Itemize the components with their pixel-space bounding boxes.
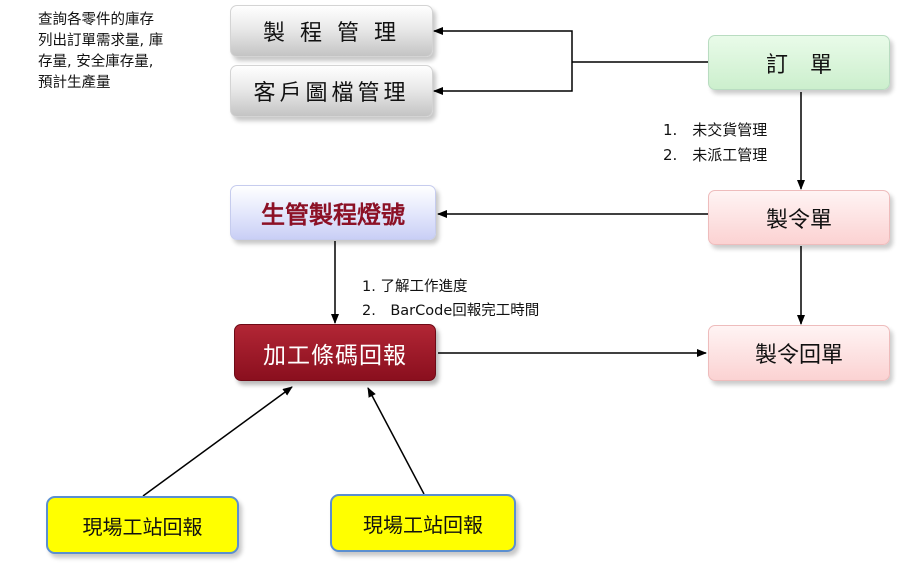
order-flow-label: 1. 未交貨管理 2. 未派工管理 — [663, 118, 767, 168]
note-line: 列出訂單需求量, 庫 — [38, 33, 164, 49]
barcode-report-label: 加工條碼回報 — [263, 342, 407, 369]
station-report-node: 現場工站回報 — [330, 494, 516, 552]
note-line: 查詢各零件的庫存 — [38, 12, 154, 28]
inventory-note: 查詢各零件的庫存 列出訂單需求量, 庫 存量, 安全庫存量, 預計生產量 — [38, 10, 163, 94]
station-report-node: 現場工站回報 — [46, 496, 239, 554]
order-flow-line: 2. 未派工管理 — [663, 146, 768, 164]
process-mgmt-label: 製 程 管 理 — [263, 21, 400, 46]
station-report-label: 現場工站回報 — [363, 512, 483, 537]
order-node: 訂 單 — [708, 35, 890, 90]
customer-file-mgmt-label: 客戶圖檔管理 — [253, 81, 410, 106]
process-mgmt-node: 製 程 管 理 — [230, 5, 433, 57]
production-light-node: 生管製程燈號 — [230, 185, 436, 240]
work-order-return-label: 製令回單 — [754, 343, 843, 368]
customer-file-mgmt-node: 客戶圖檔管理 — [230, 65, 433, 117]
work-order-node: 製令單 — [708, 190, 890, 245]
note-line: 預計生產量 — [38, 75, 111, 91]
work-order-label: 製令單 — [765, 207, 832, 233]
arrow-station1-to-barcode — [142, 386, 293, 497]
light-flow-label: 1. 了解工作進度 2. BarCode回報完工時間 — [362, 275, 539, 323]
light-flow-line: 1. 了解工作進度 — [362, 279, 468, 295]
note-line: 存量, 安全庫存量, — [38, 54, 154, 70]
barcode-report-node: 加工條碼回報 — [234, 324, 436, 381]
light-flow-line: 2. BarCode回報完工時間 — [362, 303, 540, 319]
production-light-label: 生管製程燈號 — [261, 201, 405, 229]
order-flow-line: 1. 未交貨管理 — [663, 121, 768, 139]
arrow-to-customer-file-mgmt — [433, 62, 573, 95]
arrow-to-process-mgmt — [433, 27, 573, 62]
arrow-station2-to-barcode — [367, 387, 425, 495]
work-order-return-node: 製令回單 — [708, 325, 890, 381]
order-label: 訂 單 — [765, 52, 832, 78]
station-report-label: 現場工站回報 — [82, 514, 203, 539]
